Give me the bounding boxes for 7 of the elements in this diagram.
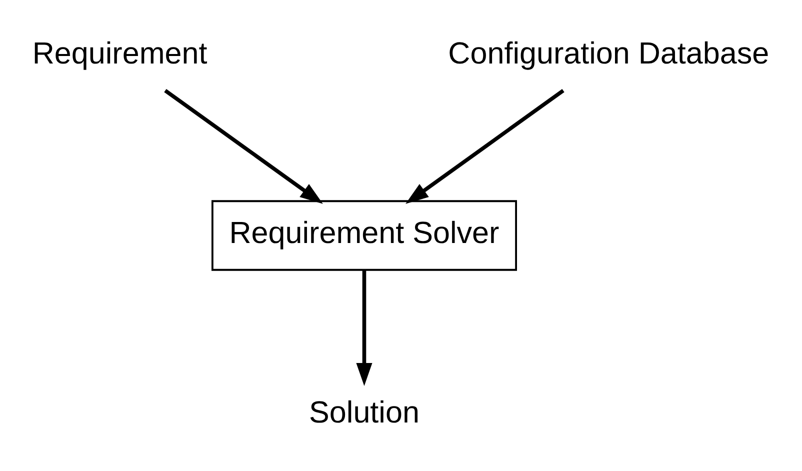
arrow xyxy=(164,89,323,204)
node-text: Configuration Database xyxy=(448,36,770,70)
arrow xyxy=(406,89,564,204)
node-text: Solution xyxy=(309,395,420,430)
node-text: Requirement xyxy=(32,36,208,70)
node-box: Requirement Solver xyxy=(211,200,517,271)
arrow xyxy=(356,270,372,386)
